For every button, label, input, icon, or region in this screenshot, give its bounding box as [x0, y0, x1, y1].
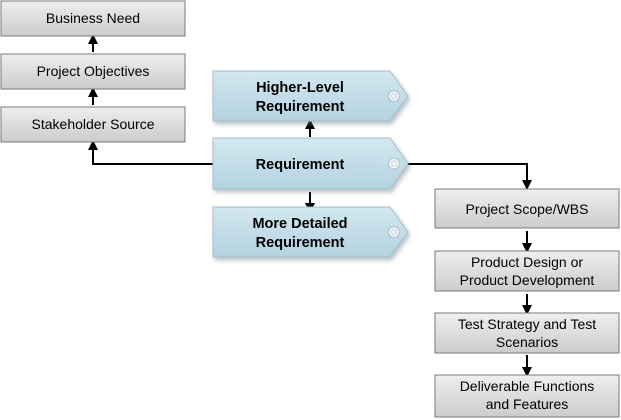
product-design-box: Product Design or Product Development — [434, 250, 620, 292]
test-strategy-label-line2: Scenarios — [496, 334, 558, 350]
test-strategy-box: Test Strategy and Test Scenarios — [434, 312, 620, 354]
project-scope-box: Project Scope/WBS — [434, 188, 620, 229]
stakeholder-source-box: Stakeholder Source — [0, 106, 186, 143]
product-design-label-line2: Product Development — [460, 272, 595, 288]
project-objectives-box: Project Objectives — [0, 53, 186, 90]
more-detailed-requirement-label-line1: More Detailed — [252, 216, 347, 232]
deliverables-label-line2: and Features — [486, 396, 569, 412]
higher-level-requirement-label-line2: Requirement — [256, 99, 345, 115]
requirement-tag — [212, 137, 409, 190]
product-design-label-line1: Product Design or — [471, 254, 583, 270]
stakeholder-source-label: Stakeholder Source — [32, 116, 155, 132]
higher-level-requirement-tag — [212, 70, 409, 122]
requirement-label: Requirement — [256, 157, 345, 173]
more-detailed-requirement-label-line2: Requirement — [256, 235, 345, 251]
connectors — [88, 34, 532, 377]
deliverables-label-line1: Deliverable Functions — [460, 378, 595, 394]
business-need-box: Business Need — [0, 0, 186, 37]
project-objectives-label: Project Objectives — [37, 63, 150, 79]
arrow-requirement-to-stakeholder-source — [88, 140, 213, 165]
higher-level-requirement-label-line1: Higher-Level — [256, 80, 344, 96]
deliverables-box: Deliverable Functions and Features — [434, 374, 620, 418]
project-scope-label: Project Scope/WBS — [466, 201, 589, 217]
test-strategy-label-line1: Test Strategy and Test — [458, 316, 596, 332]
arrow-requirement-to-project-scope — [405, 163, 532, 190]
business-need-label: Business Need — [46, 10, 140, 26]
more-detailed-requirement-tag — [212, 206, 409, 258]
